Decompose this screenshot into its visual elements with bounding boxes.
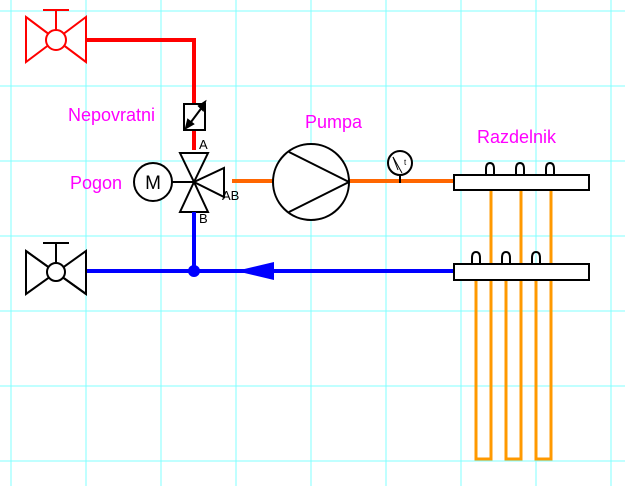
pump-label: Pumpa: [305, 112, 363, 132]
port-b-label: B: [199, 211, 208, 226]
manifold-label: Razdelnik: [477, 127, 557, 147]
thermometer-symbol: t: [404, 158, 407, 167]
port-a-label: A: [199, 137, 208, 152]
port-ab-label: AB: [222, 188, 240, 203]
heating-loop: [504, 190, 523, 461]
supply-manifold-icon[interactable]: [453, 174, 590, 191]
heating-loop: [534, 190, 553, 461]
return-manifold-icon[interactable]: [453, 263, 590, 281]
manifold-valve-icon[interactable]: [514, 161, 526, 176]
manifold-valve-icon[interactable]: [544, 161, 556, 176]
motor-symbol: M: [145, 173, 161, 194]
return-junction-dot: [188, 265, 200, 277]
manifold-valves: [470, 161, 556, 265]
heating-loop: [474, 190, 493, 461]
actuator-label: Pogon: [70, 173, 123, 193]
supply-shutoff-valve-icon[interactable]: [25, 9, 87, 64]
manifold-valve-icon[interactable]: [530, 250, 542, 265]
check-valve-icon[interactable]: [183, 99, 207, 131]
heating-loops: [474, 190, 553, 461]
manifold-valve-icon[interactable]: [484, 161, 496, 176]
thermometer-icon[interactable]: t: [387, 150, 413, 183]
flow-direction-arrow-icon: [236, 262, 274, 280]
return-shutoff-valve-icon[interactable]: [25, 242, 87, 296]
manifold-valve-icon[interactable]: [500, 250, 512, 265]
check-valve-label: Nepovratni: [68, 105, 156, 125]
supply-source-pipe: [86, 38, 196, 150]
manifold-valve-icon[interactable]: [470, 250, 482, 265]
circulation-pump-icon[interactable]: [272, 143, 350, 221]
actuator-motor-icon[interactable]: M: [133, 162, 173, 202]
three-way-mixing-valve-icon[interactable]: [172, 152, 225, 213]
return-pipe: [86, 212, 453, 273]
